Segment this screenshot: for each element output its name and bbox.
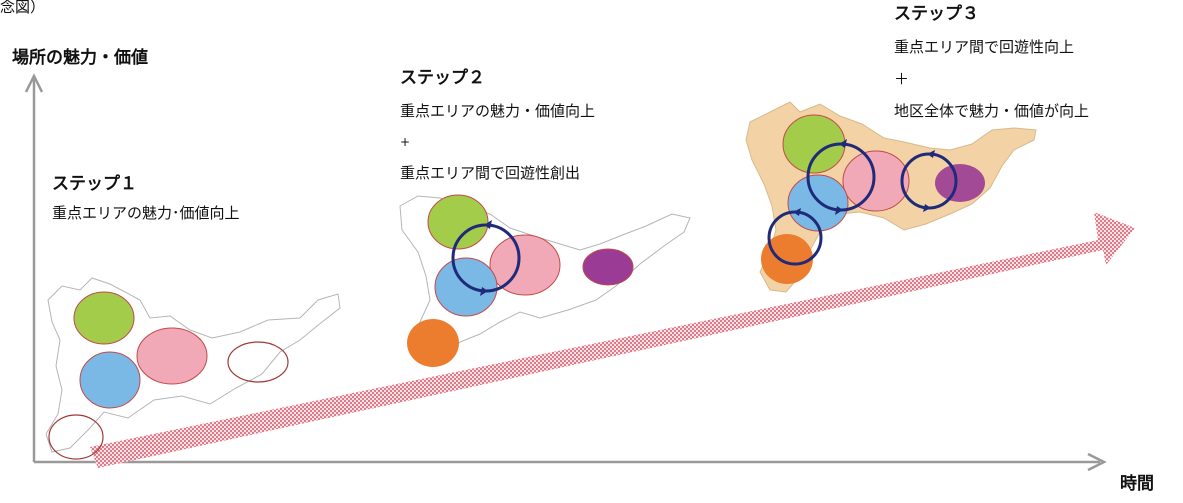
step2-title: ステップ２: [400, 68, 485, 88]
step1-map: [45, 277, 341, 460]
step2-orange-area: [407, 319, 459, 367]
step2-pink-area: [489, 234, 561, 296]
growth-arrow: [90, 212, 1135, 468]
step2-green-area: [427, 194, 489, 250]
step3-line-2: ＋: [894, 70, 910, 88]
x-axis: [34, 452, 1107, 472]
step3-orange-area: [761, 234, 813, 284]
step1-empty-area: [227, 341, 289, 383]
step1-empty-area-south: [48, 414, 104, 460]
step1-blue-area: [79, 351, 141, 409]
step3-blue-area: [787, 174, 849, 232]
step3-line-1: 重点エリア間で回遊性向上: [894, 38, 1075, 56]
step2-map: [399, 194, 691, 367]
step1-green-area: [73, 291, 135, 345]
y-axis-label: 場所の魅力・価値: [12, 48, 148, 68]
corner-text: 念図）: [0, 0, 46, 16]
step3-purple-area: [935, 164, 985, 202]
step2-line-3: 重点エリア間で回遊性創出: [400, 164, 581, 182]
y-axis: [24, 73, 44, 462]
step1-line-1: 重点エリアの魅力･価値向上: [52, 204, 240, 222]
step3-pink-area: [842, 150, 910, 212]
step3-map: [745, 101, 1037, 293]
step1-pink-area: [136, 327, 208, 385]
step3-title: ステップ３: [894, 4, 979, 24]
step1-title: ステップ１: [52, 174, 137, 194]
step2-line-1: 重点エリアの魅力・価値向上: [400, 102, 596, 120]
step3-line-3: 地区全体で魅力・価値が向上: [894, 102, 1090, 120]
step2-line-2: +: [400, 135, 411, 149]
x-axis-label: 時間: [1120, 474, 1154, 494]
step2-purple-area: [582, 248, 634, 286]
step2-blue-area: [434, 257, 498, 317]
